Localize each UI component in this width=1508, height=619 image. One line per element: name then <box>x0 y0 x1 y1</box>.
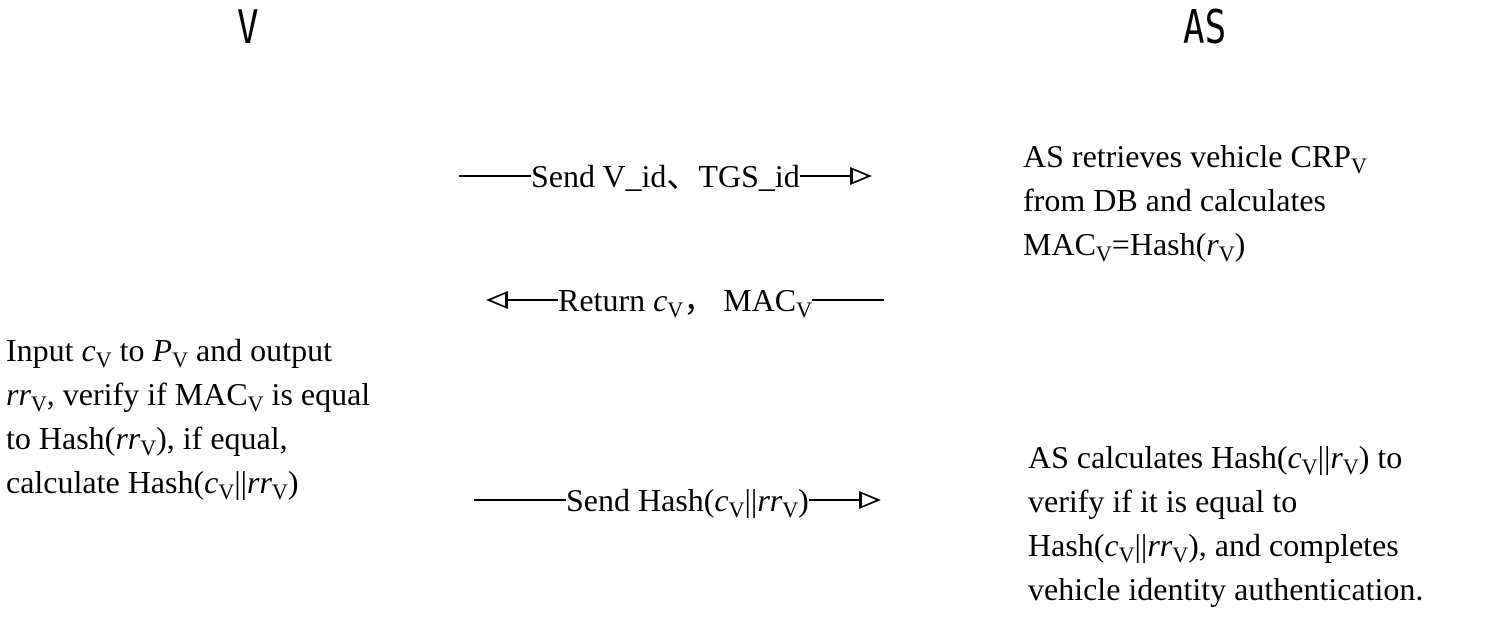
note-line: calculate Hash(cV||rrV) <box>6 464 299 504</box>
note-line: to Hash(rrV), if equal, <box>6 420 288 460</box>
arrow-left-icon <box>486 291 508 309</box>
note-line: AS calculates Hash(cV||rV) to <box>1028 439 1403 479</box>
message-line <box>812 299 884 301</box>
arrow-right-icon <box>849 167 872 185</box>
message-line <box>459 175 531 177</box>
note-line: verify if it is equal to <box>1028 483 1298 519</box>
message-send-hash: Send Hash(cV||rrV) <box>474 480 881 522</box>
note-line: vehicle identity authentication. <box>1028 571 1424 607</box>
message-label: Send Hash(cV||rrV) <box>566 482 809 522</box>
note-line: Input cV to PV and output <box>6 332 332 372</box>
message-label: Send V_id、TGS_id <box>531 158 800 194</box>
message-line <box>474 499 566 501</box>
note-line: from DB and calculates <box>1023 182 1326 218</box>
as-authenticate-note: AS calculates Hash(cV||rV) to verify if … <box>1028 435 1423 611</box>
as-retrieve-note: AS retrieves vehicle CRPV from DB and ca… <box>1023 134 1367 266</box>
message-label: Return cV， MACV <box>558 282 812 322</box>
note-line: AS retrieves vehicle CRPV <box>1023 138 1367 178</box>
arrow-right-icon <box>858 491 881 509</box>
party-v-label: V <box>237 0 259 54</box>
note-line: Hash(cV||rrV), and completes <box>1028 527 1399 567</box>
message-line <box>508 299 558 301</box>
party-as-label: AS <box>1183 0 1227 54</box>
v-verify-note: Input cV to PV and output rrV, verify if… <box>6 328 370 504</box>
message-line <box>808 499 859 501</box>
message-return-challenge: Return cV， MACV <box>486 280 884 322</box>
message-send-ids: Send V_id、TGS_id <box>459 156 872 196</box>
note-line: rrV, verify if MACV is equal <box>6 376 371 416</box>
message-line <box>799 175 850 177</box>
note-line: MACV=Hash(rV) <box>1023 226 1246 266</box>
